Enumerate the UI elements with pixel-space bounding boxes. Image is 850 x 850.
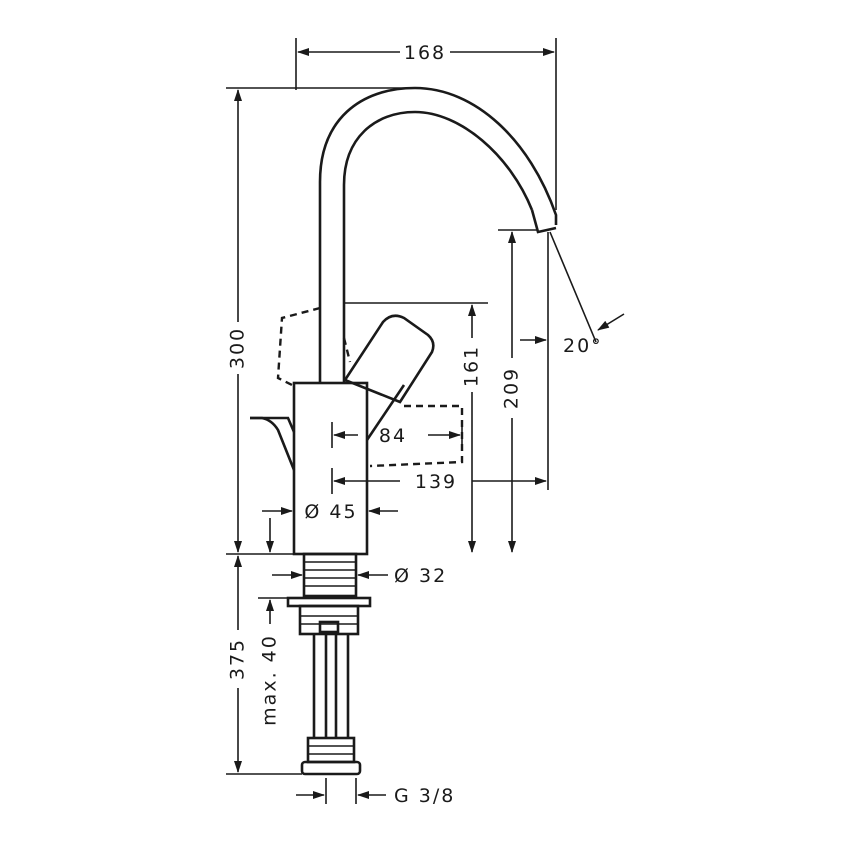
label-connection-thread: G 3/8 [394,785,455,807]
dim-connection-thread: G 3/8 [296,778,455,807]
dim-spout-angle: 20° [520,231,625,490]
threaded-shank [286,552,372,636]
label-spout-angle: 20° [563,335,603,357]
faucet-body [250,86,558,556]
lever-alternate-positions [276,306,464,468]
dim-body-diameter: Ø 45 [262,501,398,553]
label-lever-swing: 84 [379,425,407,447]
dim-outlet-height: 209 [498,229,538,553]
dim-shank-diameter: Ø 32 [272,565,447,587]
label-body-diameter: Ø 45 [304,501,357,523]
label-counter-thickness: max. 40 [259,634,281,726]
supply-hoses [300,634,362,776]
label-shank-diameter: Ø 32 [394,565,447,587]
label-spout-reach: 168 [404,42,446,64]
dim-spout-projection: 139 [331,468,547,494]
dim-counter-thickness: max. 40 [258,597,288,726]
label-total-height: 300 [227,327,249,369]
dim-lever-height: 161 [344,302,488,553]
label-spout-projection: 139 [415,471,457,493]
dim-lever-swing: 84 [331,422,463,448]
dim-hose-length: 375 [226,555,302,775]
label-outlet-height: 209 [501,367,523,409]
label-hose-length: 375 [227,638,249,680]
dim-total-height: 300 [226,87,415,555]
label-lever-height: 161 [461,345,483,387]
dim-spout-reach: 168 [295,38,557,210]
